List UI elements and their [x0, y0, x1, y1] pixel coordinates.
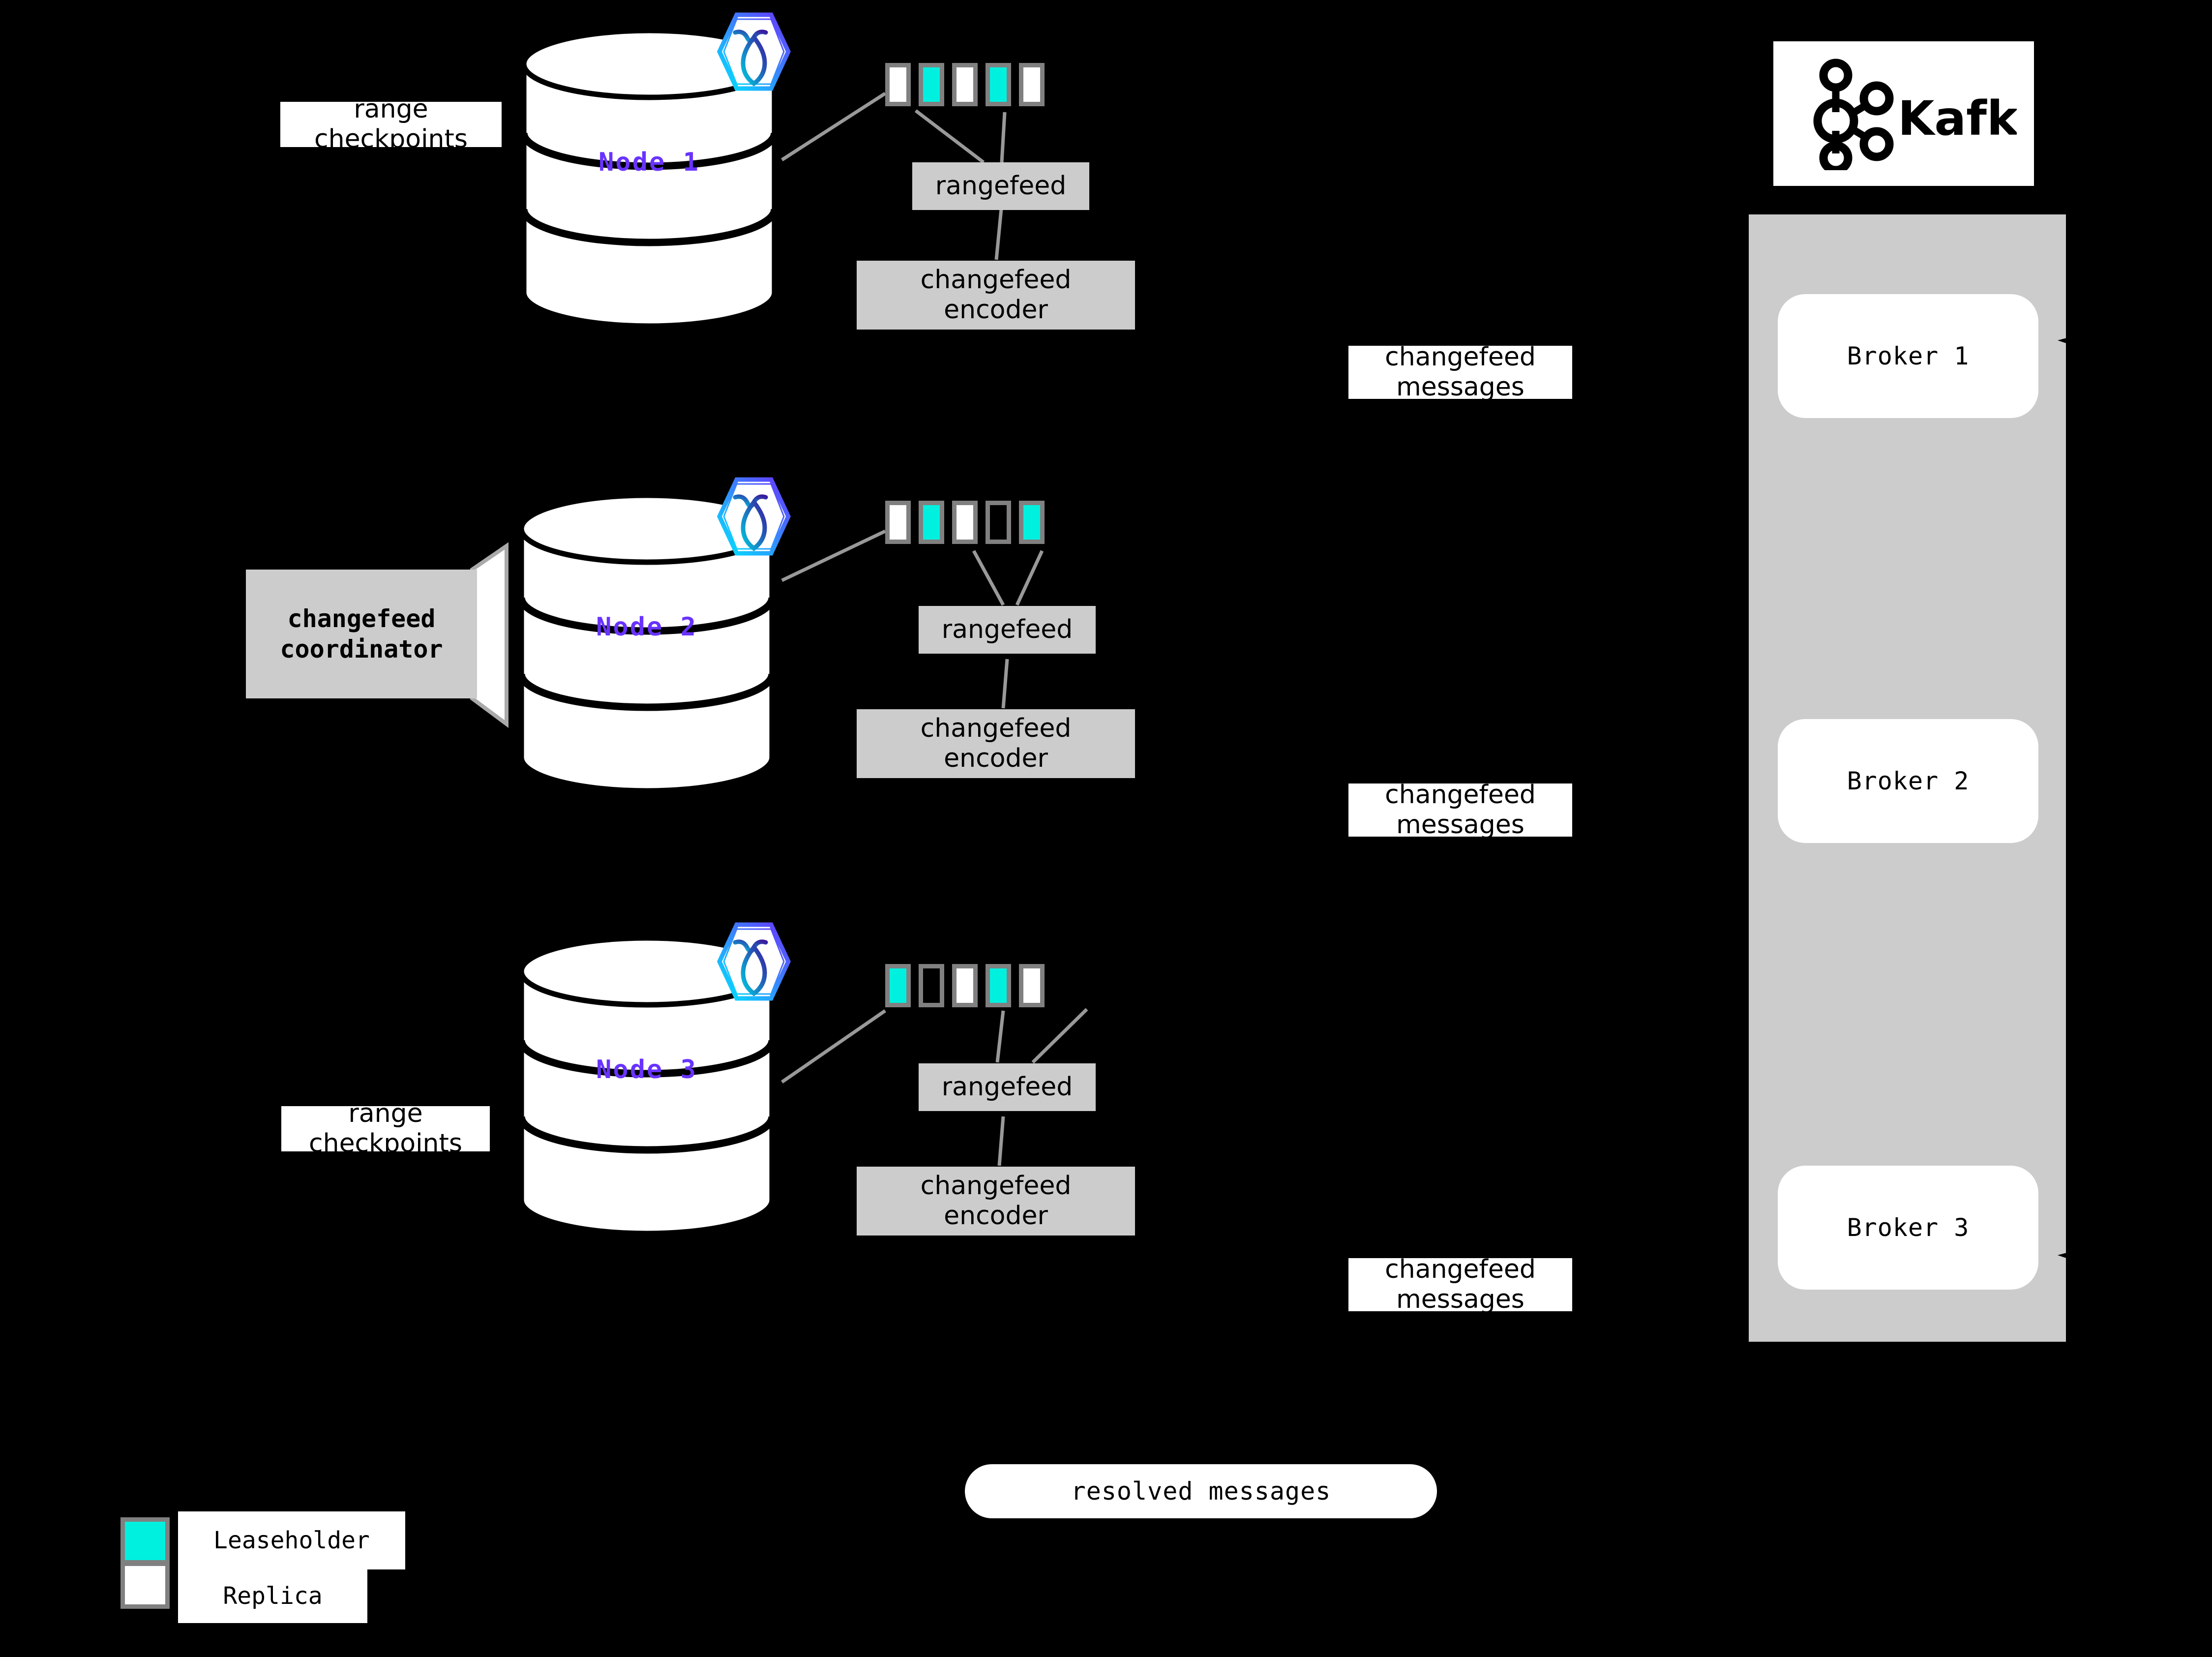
node-3-range-row: [885, 964, 1045, 1007]
encoder-line-1: changefeed: [920, 265, 1072, 295]
node-2-cylinder[interactable]: Node 2: [516, 492, 777, 792]
range-box-leaseholder[interactable]: [885, 964, 911, 1007]
range-box-replica[interactable]: [1019, 964, 1045, 1007]
range-box-replica[interactable]: [885, 501, 911, 544]
legend-label-replica: Replica: [178, 1569, 367, 1623]
encoder-line-1: changefeed: [920, 1171, 1072, 1201]
changefeed-coordinator-box: changefeed coordinator: [246, 570, 477, 698]
database-cylinder-icon: [517, 492, 776, 792]
cockroachdb-hexagon-icon: [712, 475, 796, 558]
leaseholder-swatch-icon: [120, 1517, 170, 1565]
changefeed-messages-label-2: changefeed messages: [1348, 780, 1572, 840]
changefeed-messages-label-3: changefeed messages: [1348, 1254, 1572, 1314]
cockroachdb-hexagon-icon: [712, 10, 796, 93]
range-checkpoints-line-1: range: [354, 94, 428, 124]
node-3-rangefeed-box[interactable]: rangefeed: [919, 1063, 1096, 1111]
range-box-empty[interactable]: [986, 501, 1011, 544]
cockroachdb-hexagon-icon: [712, 920, 796, 1003]
messages-line-1: changefeed: [1385, 780, 1536, 810]
node-2-changefeed-encoder-box[interactable]: changefeed encoder: [857, 709, 1135, 778]
range-box-leaseholder[interactable]: [919, 63, 944, 106]
range-box-empty[interactable]: [919, 964, 944, 1007]
range-box-replica[interactable]: [952, 964, 978, 1007]
legend-label-leaseholder: Leaseholder: [178, 1511, 405, 1569]
encoder-line-1: changefeed: [920, 713, 1072, 743]
range-box-leaseholder[interactable]: [1019, 501, 1045, 544]
node-2-range-row: [885, 501, 1045, 544]
encoder-line-2: encoder: [944, 295, 1048, 325]
messages-line-2: messages: [1396, 372, 1524, 402]
database-cylinder-icon: [517, 935, 776, 1235]
changefeed-messages-label-1: changefeed messages: [1348, 342, 1572, 402]
node-3-cylinder[interactable]: Node 3: [516, 934, 777, 1235]
node-3-range-checkpoints-label: range checkpoints: [281, 1099, 490, 1158]
changefeed-coordinator-callout[interactable]: changefeed coordinator: [246, 541, 511, 728]
replica-swatch-icon: [120, 1562, 170, 1609]
node-1-range-checkpoints-label: range checkpoints: [280, 94, 502, 154]
range-box-replica[interactable]: [885, 63, 911, 106]
node-1-label: Node 1: [598, 148, 700, 177]
messages-line-2: messages: [1396, 1285, 1524, 1314]
resolved-messages-pill[interactable]: resolved messages: [965, 1464, 1437, 1518]
kafka-broker-3[interactable]: Broker 3: [1778, 1166, 2038, 1290]
node-2-rangefeed-box[interactable]: rangefeed: [919, 606, 1096, 654]
node-3-label: Node 3: [596, 1055, 697, 1085]
range-checkpoints-line-2: checkpoints: [309, 1129, 462, 1158]
node-1-rangefeed-box[interactable]: rangefeed: [912, 162, 1089, 210]
coordinator-line-2: coordinator: [280, 635, 443, 663]
messages-line-1: changefeed: [1385, 342, 1536, 372]
node-3-changefeed-encoder-box[interactable]: changefeed encoder: [857, 1167, 1135, 1235]
kafka-wordmark: Kafka: [1898, 91, 2017, 146]
node-2-label: Node 2: [596, 612, 697, 642]
kafka-broker-1[interactable]: Broker 1: [1778, 294, 2038, 418]
kafka-logo-icon: Kafka: [1813, 59, 2017, 170]
range-checkpoints-line-1: range: [348, 1098, 423, 1128]
kafka-logo-box: Kafka: [1773, 41, 2034, 186]
range-box-replica[interactable]: [1019, 63, 1045, 106]
range-box-replica[interactable]: [952, 63, 978, 106]
coordinator-line-1: changefeed: [287, 604, 436, 633]
node-1-range-row: [885, 63, 1045, 106]
node-1-changefeed-encoder-box[interactable]: changefeed encoder: [857, 261, 1135, 330]
range-checkpoints-line-2: checkpoints: [314, 124, 468, 154]
messages-line-1: changefeed: [1385, 1254, 1536, 1284]
broker-3-arrow-icon: [2058, 1251, 2072, 1260]
range-box-leaseholder[interactable]: [986, 964, 1011, 1007]
messages-line-2: messages: [1396, 810, 1524, 840]
encoder-line-2: encoder: [944, 1201, 1048, 1231]
range-box-leaseholder[interactable]: [986, 63, 1011, 106]
node-1-cylinder[interactable]: Node 1: [519, 27, 779, 327]
range-box-leaseholder[interactable]: [919, 501, 944, 544]
database-cylinder-icon: [520, 28, 778, 327]
broker-1-arrow-icon: [2058, 336, 2072, 345]
range-box-replica[interactable]: [952, 501, 978, 544]
kafka-broker-2[interactable]: Broker 2: [1778, 719, 2038, 843]
encoder-line-2: encoder: [944, 744, 1048, 773]
